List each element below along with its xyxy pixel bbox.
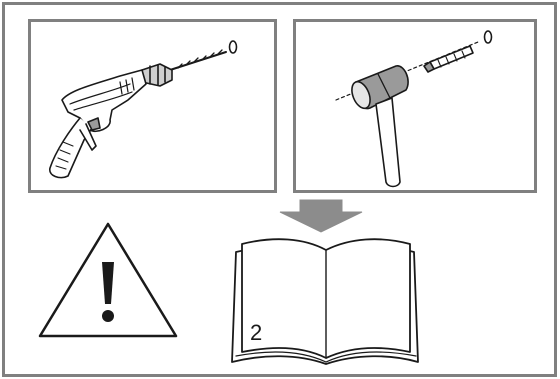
hammer-panel-frame <box>295 21 536 192</box>
drill-panel <box>30 21 276 192</box>
hammer-panel <box>295 21 536 192</box>
open-manual-icon <box>232 239 418 364</box>
manual-page-number: 2 <box>250 320 262 345</box>
